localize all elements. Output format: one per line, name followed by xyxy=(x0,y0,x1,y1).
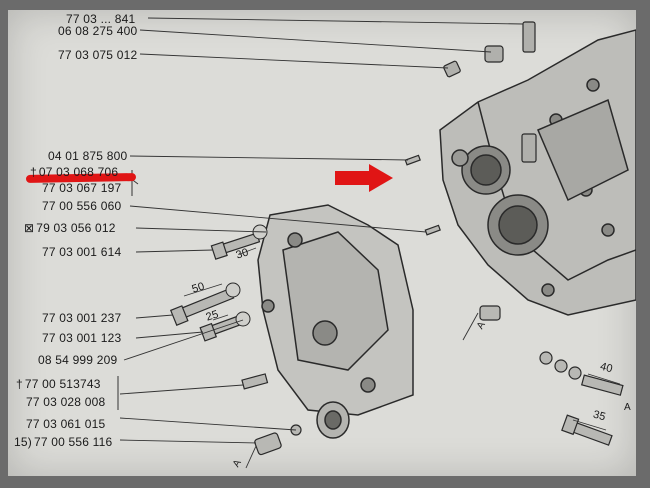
part-number-label: 04 01 875 800 xyxy=(48,149,128,163)
part-number-label: †07 03 068 706 xyxy=(30,165,119,179)
part-number-label: 08 54 999 209 xyxy=(38,353,118,367)
part-number-label: 77 03 001 237 xyxy=(42,311,122,325)
part-number-label: 77 03 001 123 xyxy=(42,331,122,345)
part-number-label: 77 00 556 060 xyxy=(42,199,122,213)
part-number-label: 77 03 075 012 xyxy=(58,48,138,62)
section-marker: A xyxy=(624,402,631,413)
part-number-label: 77 03 061 015 xyxy=(26,417,106,431)
gearbox-housing xyxy=(439,29,636,316)
part-number-label: ⊠79 03 056 012 xyxy=(24,221,116,235)
part-number-label: 77 03 067 197 xyxy=(42,181,122,195)
leader-lines xyxy=(119,17,524,469)
part-number-label: 77 03 028 008 xyxy=(26,395,106,409)
exploded-gearbox-drawing xyxy=(117,17,636,469)
dimension-marks xyxy=(183,247,621,431)
rear-cover-plate xyxy=(257,204,414,439)
part-number-label: 15)77 00 556 116 xyxy=(14,435,113,449)
part-number-label: †77 00 513743 xyxy=(16,377,101,391)
red-arrow-icon xyxy=(335,164,393,192)
part-number-label: 77 03 001 614 xyxy=(42,245,122,259)
parts-diagram-page: 77 03 ... 841 06 08 275 400 77 03 075 01… xyxy=(8,10,636,476)
washers xyxy=(225,224,268,327)
sensor-fittings xyxy=(443,21,537,163)
part-number-label: 77 03 ... 841 xyxy=(66,12,136,26)
part-number-label: 06 08 275 400 xyxy=(58,24,138,38)
